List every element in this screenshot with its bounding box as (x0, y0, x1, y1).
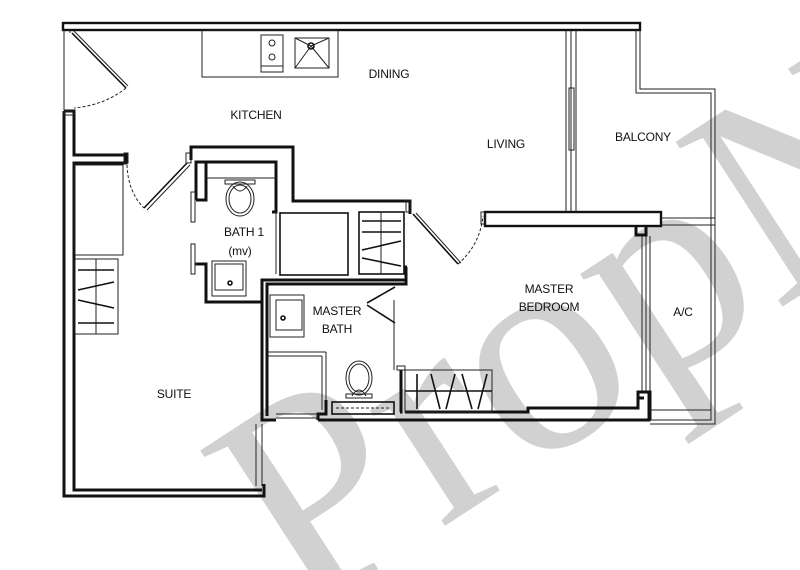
master-wardrobe (404, 369, 493, 413)
bedroom-walls (318, 210, 663, 422)
balcony-sliding-door (565, 30, 577, 212)
label-master-bath-2: BATH (322, 322, 352, 336)
room-labels: KITCHEN DINING LIVING BALCONY BATH 1 (mv… (157, 67, 694, 401)
label-ac: A/C (673, 305, 693, 319)
watermark-text: PropN (155, 0, 800, 570)
sink-icon (294, 37, 330, 69)
label-kitchen: KITCHEN (230, 108, 281, 122)
suite-wardrobe (74, 164, 124, 335)
toilet-icon (224, 179, 256, 217)
label-master-bedroom-2: BEDROOM (519, 300, 580, 314)
suite-door (123, 152, 192, 211)
kitchen-counter (201, 29, 339, 78)
shower-tray-icon (211, 260, 247, 297)
shower-bench-icon (331, 401, 395, 415)
label-master-bath: MASTER (313, 304, 362, 318)
toilet-icon (345, 360, 373, 399)
hob-icon (260, 34, 284, 73)
master-bedroom-door (405, 199, 486, 265)
label-bath1-mv: (mv) (228, 244, 251, 258)
bath1-walls (189, 145, 412, 304)
master-bath-door (366, 286, 396, 324)
balcony-outline (635, 30, 716, 425)
label-dining: DINING (369, 67, 410, 81)
exterior-walls (61, 21, 642, 498)
label-balcony: BALCONY (615, 130, 671, 144)
vanity-sink-icon (269, 294, 305, 338)
entry-door (71, 30, 129, 109)
label-master-bedroom: MASTER (525, 282, 574, 296)
master-bath-walls (260, 274, 408, 422)
linen-cabinet (358, 211, 405, 275)
label-living: LIVING (487, 137, 525, 151)
watermark: PropN (155, 0, 800, 570)
label-suite: SUITE (157, 387, 192, 401)
label-bath1: BATH 1 (224, 225, 264, 239)
